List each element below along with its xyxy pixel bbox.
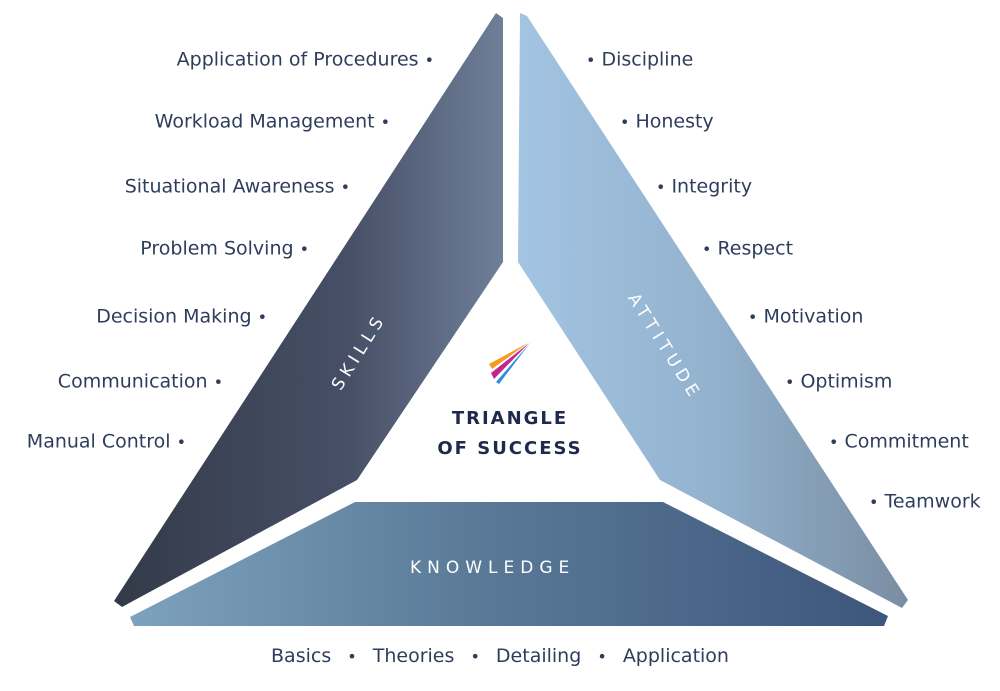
skill-item: Problem Solving• bbox=[140, 237, 309, 260]
attitude-item: •Discipline bbox=[586, 48, 694, 71]
skill-item: Manual Control• bbox=[26, 430, 186, 453]
skills-panel bbox=[114, 13, 503, 607]
attitude-panel bbox=[518, 13, 908, 608]
attitude-item: •Respect bbox=[702, 237, 794, 260]
skill-item: Workload Management• bbox=[154, 110, 390, 133]
paper-plane-logo-icon bbox=[489, 343, 530, 384]
title-line-1: TRIANGLE bbox=[451, 408, 569, 429]
center-title: TRIANGLE OF SUCCESS bbox=[400, 404, 620, 464]
skill-item: Application of Procedures• bbox=[176, 48, 434, 71]
attitude-item: •Teamwork bbox=[869, 490, 981, 513]
attitude-item: •Honesty bbox=[620, 110, 714, 133]
knowledge-label: KNOWLEDGE bbox=[410, 558, 576, 578]
skill-item: Situational Awareness• bbox=[124, 175, 350, 198]
title-line-2: OF SUCCESS bbox=[437, 438, 583, 459]
knowledge-items: Basics • Theories • Detailing • Applicat… bbox=[271, 645, 729, 667]
attitude-item: •Integrity bbox=[656, 175, 753, 198]
skill-item: Communication• bbox=[57, 370, 223, 393]
attitude-item: •Commitment bbox=[829, 430, 969, 453]
attitude-item: •Optimism bbox=[785, 370, 893, 393]
skill-item: Decision Making• bbox=[96, 305, 267, 328]
knowledge-panel bbox=[130, 502, 888, 626]
knowledge-item: Basics bbox=[271, 645, 332, 667]
knowledge-item: Detailing bbox=[495, 645, 582, 667]
knowledge-item: Application bbox=[622, 645, 729, 667]
attitude-item: •Motivation bbox=[748, 305, 864, 328]
knowledge-item: Theories bbox=[372, 645, 455, 667]
